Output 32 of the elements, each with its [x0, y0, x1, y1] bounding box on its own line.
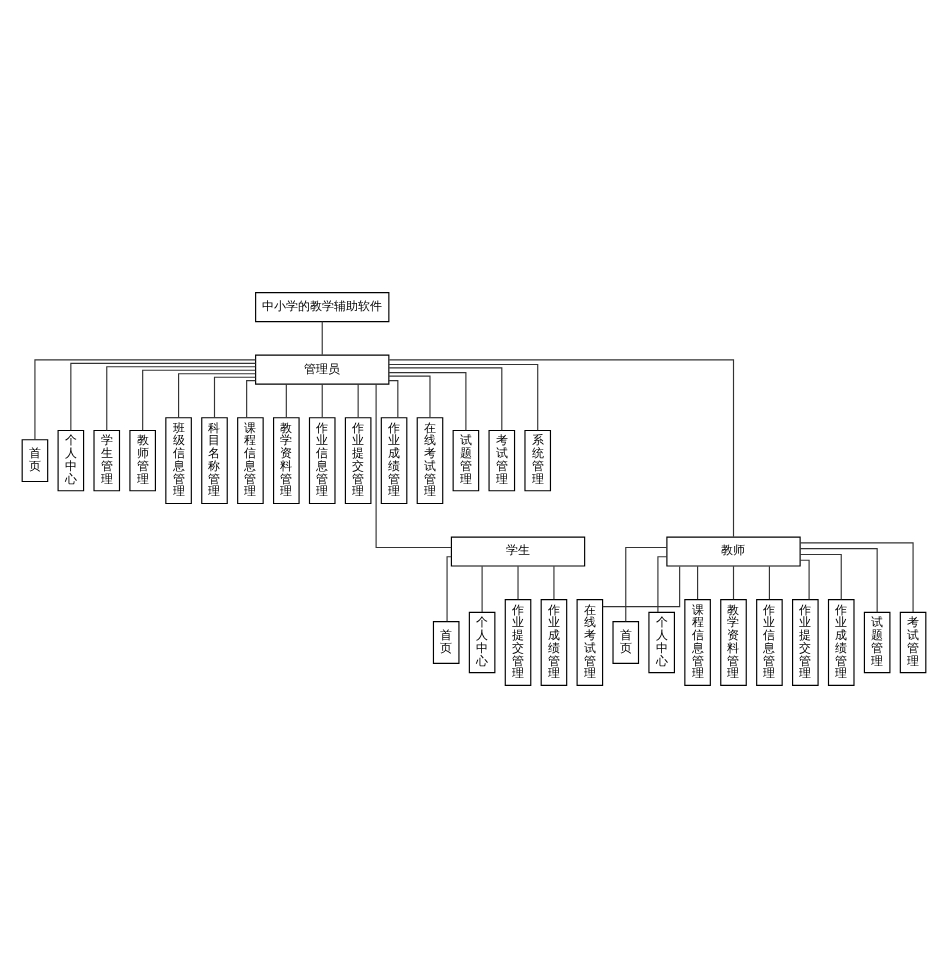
- connector: [657, 555, 668, 612]
- connector: [481, 564, 483, 612]
- connector: [388, 371, 467, 430]
- connector: [602, 565, 681, 607]
- connector: [321, 320, 323, 355]
- connector: [768, 564, 770, 599]
- connector: [178, 372, 257, 418]
- connector: [357, 382, 359, 417]
- connector: [70, 361, 257, 430]
- connector: [106, 365, 257, 430]
- connector: [799, 558, 810, 600]
- connector: [732, 564, 735, 599]
- connector: [246, 379, 257, 417]
- connector: [142, 368, 256, 430]
- connector: [34, 358, 257, 440]
- connector: [388, 358, 735, 537]
- connector: [388, 379, 399, 417]
- connector: [388, 366, 503, 430]
- connector: [553, 564, 555, 599]
- connector: [799, 547, 878, 612]
- connector: [321, 382, 323, 417]
- connector: [799, 541, 914, 612]
- connector: [799, 552, 842, 600]
- connector: [517, 564, 519, 599]
- connector: [388, 362, 539, 430]
- connector: [285, 382, 287, 417]
- connector: [625, 545, 668, 621]
- connector: [213, 375, 257, 417]
- connector: [446, 555, 452, 621]
- connector: [697, 564, 699, 599]
- connector: [375, 382, 452, 548]
- connector: [388, 374, 431, 417]
